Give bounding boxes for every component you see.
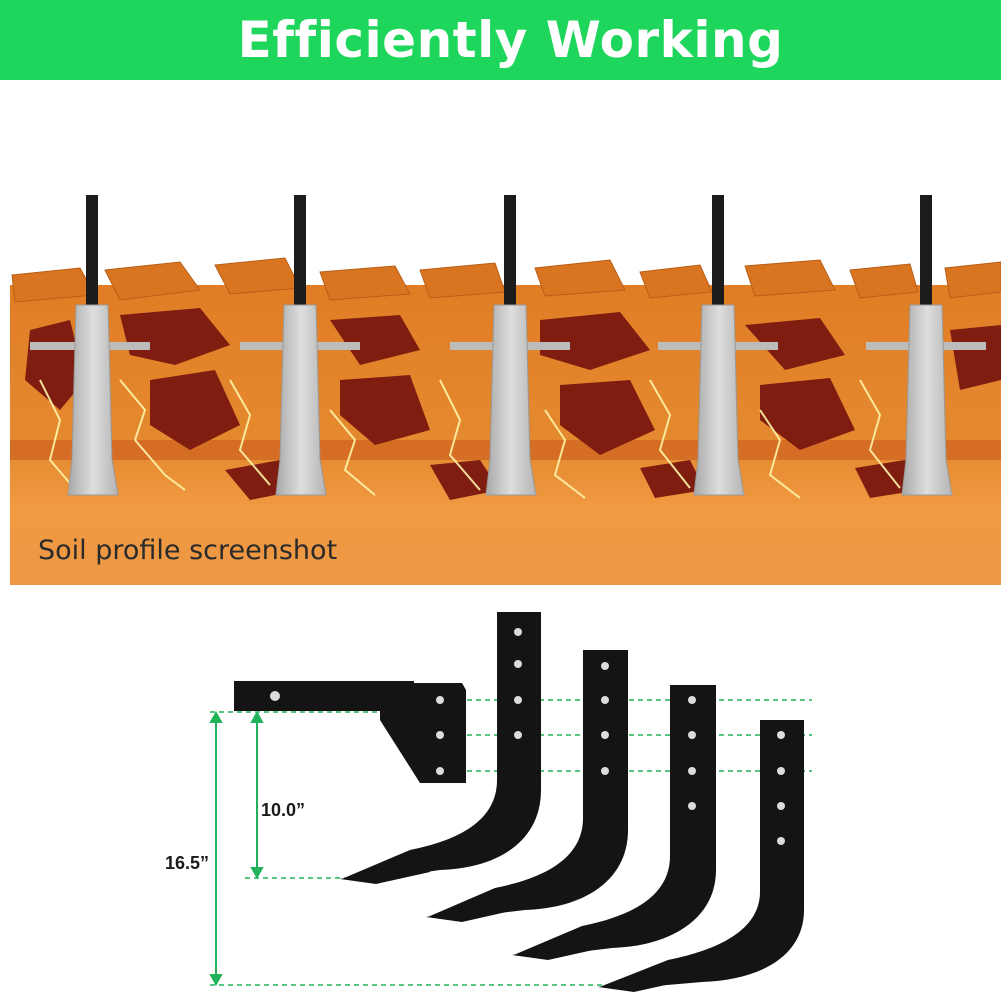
- ripper-tine-2: [426, 650, 628, 922]
- shank-2: [240, 195, 360, 496]
- soil-caption: Soil profile screenshot: [38, 535, 338, 566]
- soil-cracks: [39, 379, 901, 499]
- shank-3: [450, 195, 570, 496]
- shank-5: [866, 195, 986, 496]
- ripper-shanks: [30, 195, 986, 496]
- soil-profile-illustration: [10, 195, 1001, 585]
- mounting-bracket: [234, 681, 466, 783]
- long-depth-label: 16.5”: [165, 853, 210, 873]
- ripper-tine-4: [598, 720, 804, 992]
- ripper-tine-1: [340, 612, 541, 884]
- title-banner: Efficiently Working: [0, 0, 1001, 80]
- short-depth-label: 10.0”: [261, 800, 306, 820]
- ripper-tine-3: [512, 685, 716, 960]
- shank-4: [658, 195, 778, 496]
- shank-1: [30, 195, 150, 496]
- ripper-tines-diagram: [209, 612, 812, 992]
- dimension-arrows: [209, 710, 264, 987]
- banner-title: Efficiently Working: [237, 11, 784, 69]
- broken-topsoil-chunks: [11, 257, 1001, 303]
